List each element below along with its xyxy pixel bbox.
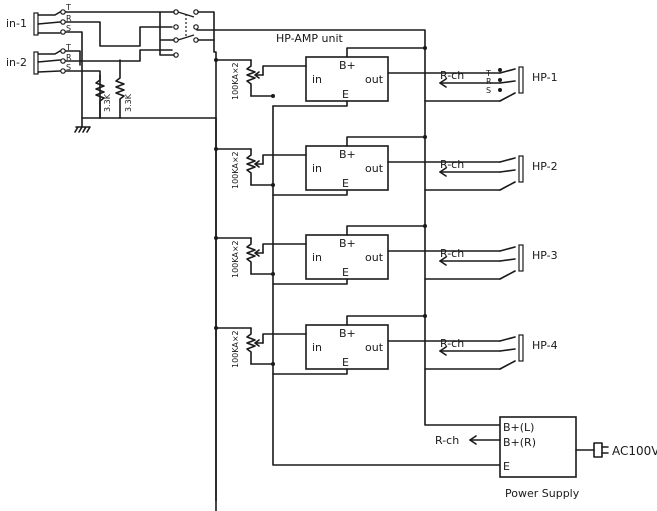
hp-jack-leads-3 bbox=[499, 246, 516, 280]
hp-label-2: HP-2 bbox=[532, 160, 558, 173]
in2-pin-t: T bbox=[65, 43, 71, 52]
amp-bplus-wire-3 bbox=[346, 225, 426, 236]
amp-e-wire-2 bbox=[272, 189, 348, 196]
amp-e-label-2: E bbox=[342, 177, 349, 190]
input-label-2: in-2 bbox=[6, 56, 27, 69]
unit-caption: HP-AMP unit bbox=[276, 32, 344, 45]
amp-box-2 bbox=[305, 145, 389, 191]
hp1-pin-s: S bbox=[486, 86, 491, 95]
input-wiring bbox=[65, 11, 173, 128]
rch-label-4: R-ch bbox=[440, 337, 464, 350]
rch-label-3: R-ch bbox=[440, 247, 464, 260]
input-jack-1 bbox=[33, 9, 66, 36]
in1-pin-t: T bbox=[65, 3, 71, 12]
junction-left-1 bbox=[214, 58, 218, 62]
bplus-bus bbox=[196, 29, 501, 426]
rch-arrow-3 bbox=[439, 256, 447, 266]
amp-in-wire-3 bbox=[262, 243, 307, 254]
hp-jack-leads-4 bbox=[499, 336, 516, 370]
resistor-label-2: 3.3K bbox=[124, 93, 133, 112]
rch-label-2: R-ch bbox=[440, 158, 464, 171]
pot-1 bbox=[246, 59, 256, 97]
selector-switch bbox=[159, 9, 215, 58]
rch-arrow-2 bbox=[439, 167, 447, 177]
amp-out-label-4: out bbox=[365, 341, 384, 354]
amp-in-label-1: in bbox=[312, 73, 322, 86]
power-channel-label: R-ch bbox=[435, 434, 459, 447]
in2-pin-s: S bbox=[66, 63, 71, 72]
power-supply-box bbox=[469, 416, 609, 478]
amp-e-wire-4 bbox=[272, 368, 348, 375]
amp-bplus-wire-2 bbox=[346, 136, 426, 147]
amp-in-label-3: in bbox=[312, 251, 322, 264]
pot-label-4: 100KA×2 bbox=[231, 330, 240, 368]
amp-e-wire-1 bbox=[272, 100, 348, 107]
rch-label-1: R-ch bbox=[440, 69, 464, 82]
hp1-pin-r: R bbox=[486, 77, 492, 86]
hp-jack-leads-1 bbox=[499, 68, 516, 102]
hp1-pin-t: T bbox=[485, 69, 491, 78]
in2-pin-r: R bbox=[66, 53, 72, 62]
in1-pin-r: R bbox=[66, 14, 72, 23]
ground-symbol bbox=[74, 126, 91, 133]
amp-out-label-1: out bbox=[365, 73, 384, 86]
resistor-r2 bbox=[115, 59, 125, 119]
amp-e-label-1: E bbox=[342, 88, 349, 101]
amp-out-label-3: out bbox=[365, 251, 384, 264]
pot-label-3: 100KA×2 bbox=[231, 240, 240, 278]
output-jack-hp1-pins bbox=[498, 68, 502, 92]
pot-3 bbox=[246, 237, 256, 275]
hp-label-3: HP-3 bbox=[532, 249, 558, 262]
hp-label-1: HP-1 bbox=[532, 71, 558, 84]
amp-bplus-wire-1 bbox=[346, 47, 426, 58]
pot-wiper-1 bbox=[254, 71, 264, 79]
rch-arrow-4 bbox=[439, 346, 447, 356]
pot-wiper-3 bbox=[254, 249, 264, 257]
pot-2 bbox=[246, 148, 256, 186]
amp-in-wire-1 bbox=[262, 65, 307, 76]
pot-4 bbox=[246, 327, 256, 365]
pot-label-2: 100KA×2 bbox=[231, 151, 240, 189]
ac-label: AC100V bbox=[612, 444, 657, 458]
amp-in-wire-4 bbox=[262, 333, 307, 344]
amp-bplus-label-1: B+ bbox=[339, 59, 356, 72]
hp-jack-1 bbox=[518, 66, 524, 94]
input-jack-2 bbox=[33, 48, 66, 75]
hp-jack-2 bbox=[518, 155, 524, 183]
amp-in-label-2: in bbox=[312, 162, 322, 175]
power-bl-label: B+(L) bbox=[503, 421, 534, 434]
resistor-label-1: 3.3K bbox=[103, 93, 112, 112]
amp-bplus-label-4: B+ bbox=[339, 327, 356, 340]
in1-pin-s: S bbox=[66, 24, 71, 33]
hp-label-4: HP-4 bbox=[532, 339, 558, 352]
hp-jack-3 bbox=[518, 244, 524, 272]
input-label-1: in-1 bbox=[6, 17, 27, 30]
hp-jack-leads-2 bbox=[499, 157, 516, 191]
junction-e-1 bbox=[271, 94, 275, 98]
pot-label-1: 100KA×2 bbox=[231, 62, 240, 100]
power-br-label: B+(R) bbox=[503, 436, 536, 449]
amp-box-3 bbox=[305, 234, 389, 280]
amp-bplus-label-3: B+ bbox=[339, 237, 356, 250]
amp-bplus-label-2: B+ bbox=[339, 148, 356, 161]
pot-wiper-4 bbox=[254, 339, 264, 347]
amp-in-wire-2 bbox=[262, 154, 307, 165]
amp-e-label-4: E bbox=[342, 356, 349, 369]
rch-arrow-1 bbox=[439, 78, 447, 88]
amp-out-label-2: out bbox=[365, 162, 384, 175]
amp-e-wire-3 bbox=[272, 278, 348, 285]
e-bus bbox=[272, 105, 501, 466]
amp-in-label-4: in bbox=[312, 341, 322, 354]
power-e-label: E bbox=[503, 460, 510, 473]
hp-jack-4 bbox=[518, 334, 524, 362]
amp-bplus-wire-4 bbox=[346, 315, 426, 326]
power-caption: Power Supply bbox=[505, 487, 580, 500]
amp-e-label-3: E bbox=[342, 266, 349, 279]
resistor-r1 bbox=[95, 74, 105, 119]
pot-wiper-2 bbox=[254, 160, 264, 168]
